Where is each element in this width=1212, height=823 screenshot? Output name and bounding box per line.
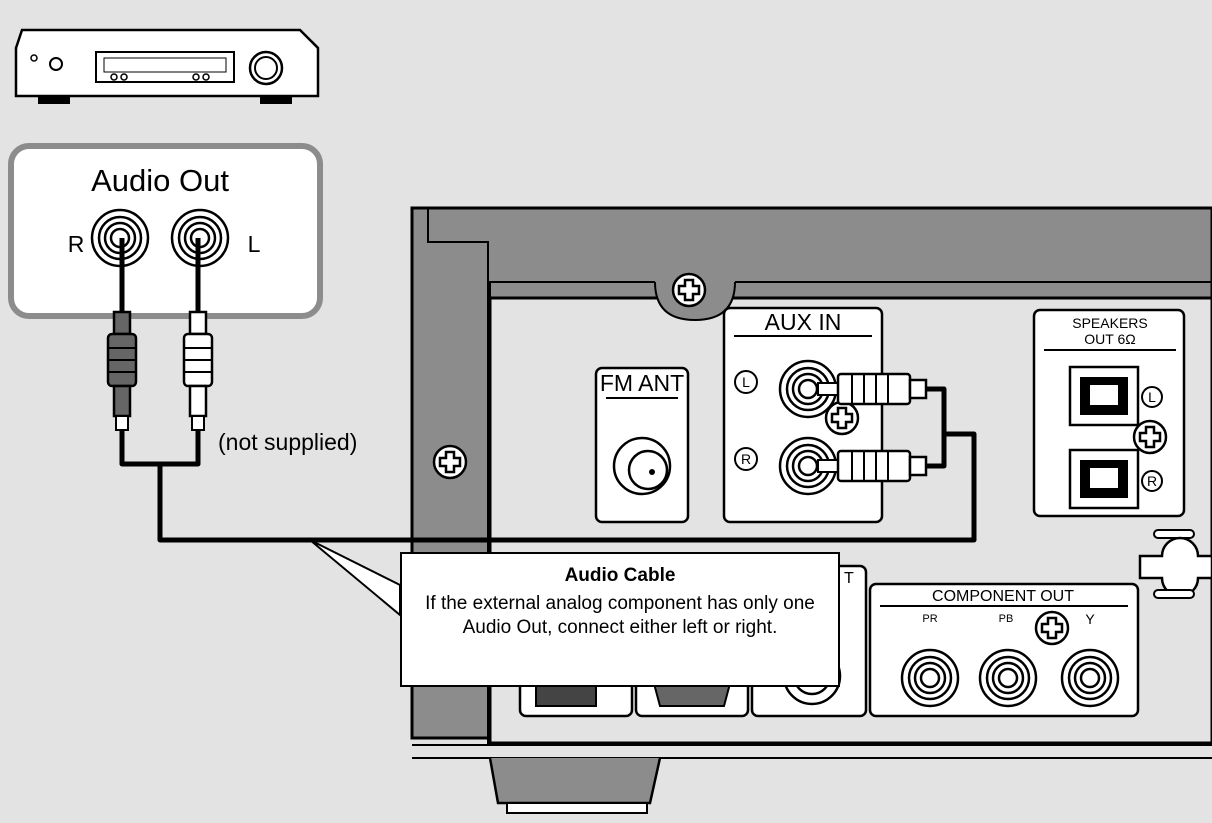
panel-screw-icon (432, 444, 468, 480)
audio-cable (119, 238, 977, 543)
pr-label: PR (922, 613, 937, 625)
component-pr-jack-icon (900, 648, 960, 708)
callout-body: If the external analog component has onl… (425, 593, 815, 638)
aux-left-label: L (742, 374, 750, 390)
panel-screw-icon (824, 400, 860, 436)
aux-left-plug-icon (817, 372, 928, 406)
audio-out-title: Audio Out (91, 163, 229, 198)
partial-terminal-label: T (844, 570, 854, 587)
callout-title: Audio Cable (564, 565, 676, 586)
receiver-device-icon (14, 28, 320, 104)
panel-screw-icon (1034, 610, 1070, 646)
audio-out-left-label: L (248, 231, 261, 257)
fm-ant-label: FM ANT (600, 370, 684, 396)
left-cable-plug-icon (182, 310, 214, 431)
aux-in-label: AUX IN (765, 309, 842, 335)
audio-out-panel: Audio Out R L (8, 143, 323, 319)
speakers-label-line2: OUT 6Ω (1084, 331, 1135, 347)
audio-cable-callout: Audio Cable If the external analog compo… (400, 552, 840, 687)
component-y-jack-icon (1060, 648, 1120, 708)
not-supplied-note: (not supplied) (218, 429, 357, 455)
panel-screw-icon (1132, 419, 1168, 455)
component-pb-jack-icon (978, 648, 1038, 708)
speakers-out-panel: SPEAKERS OUT 6Ω L R (1032, 308, 1186, 518)
right-cable-plug-icon (106, 310, 138, 431)
aux-right-plug-icon (817, 449, 928, 483)
speaker-left-label: L (1148, 389, 1156, 405)
aux-right-label: R (741, 451, 751, 467)
fm-ant-terminal: FM ANT (594, 366, 690, 524)
callout-pointer (309, 539, 401, 618)
audio-out-right-label: R (68, 231, 85, 257)
speaker-right-label: R (1147, 473, 1157, 489)
panel-screw-icon (671, 272, 707, 308)
component-out-label: COMPONENT OUT (932, 588, 1074, 605)
y-label: Y (1085, 611, 1095, 627)
cord-clip-icon (1138, 529, 1212, 599)
pb-label: PB (999, 613, 1014, 625)
speakers-label-line1: SPEAKERS (1072, 315, 1147, 331)
